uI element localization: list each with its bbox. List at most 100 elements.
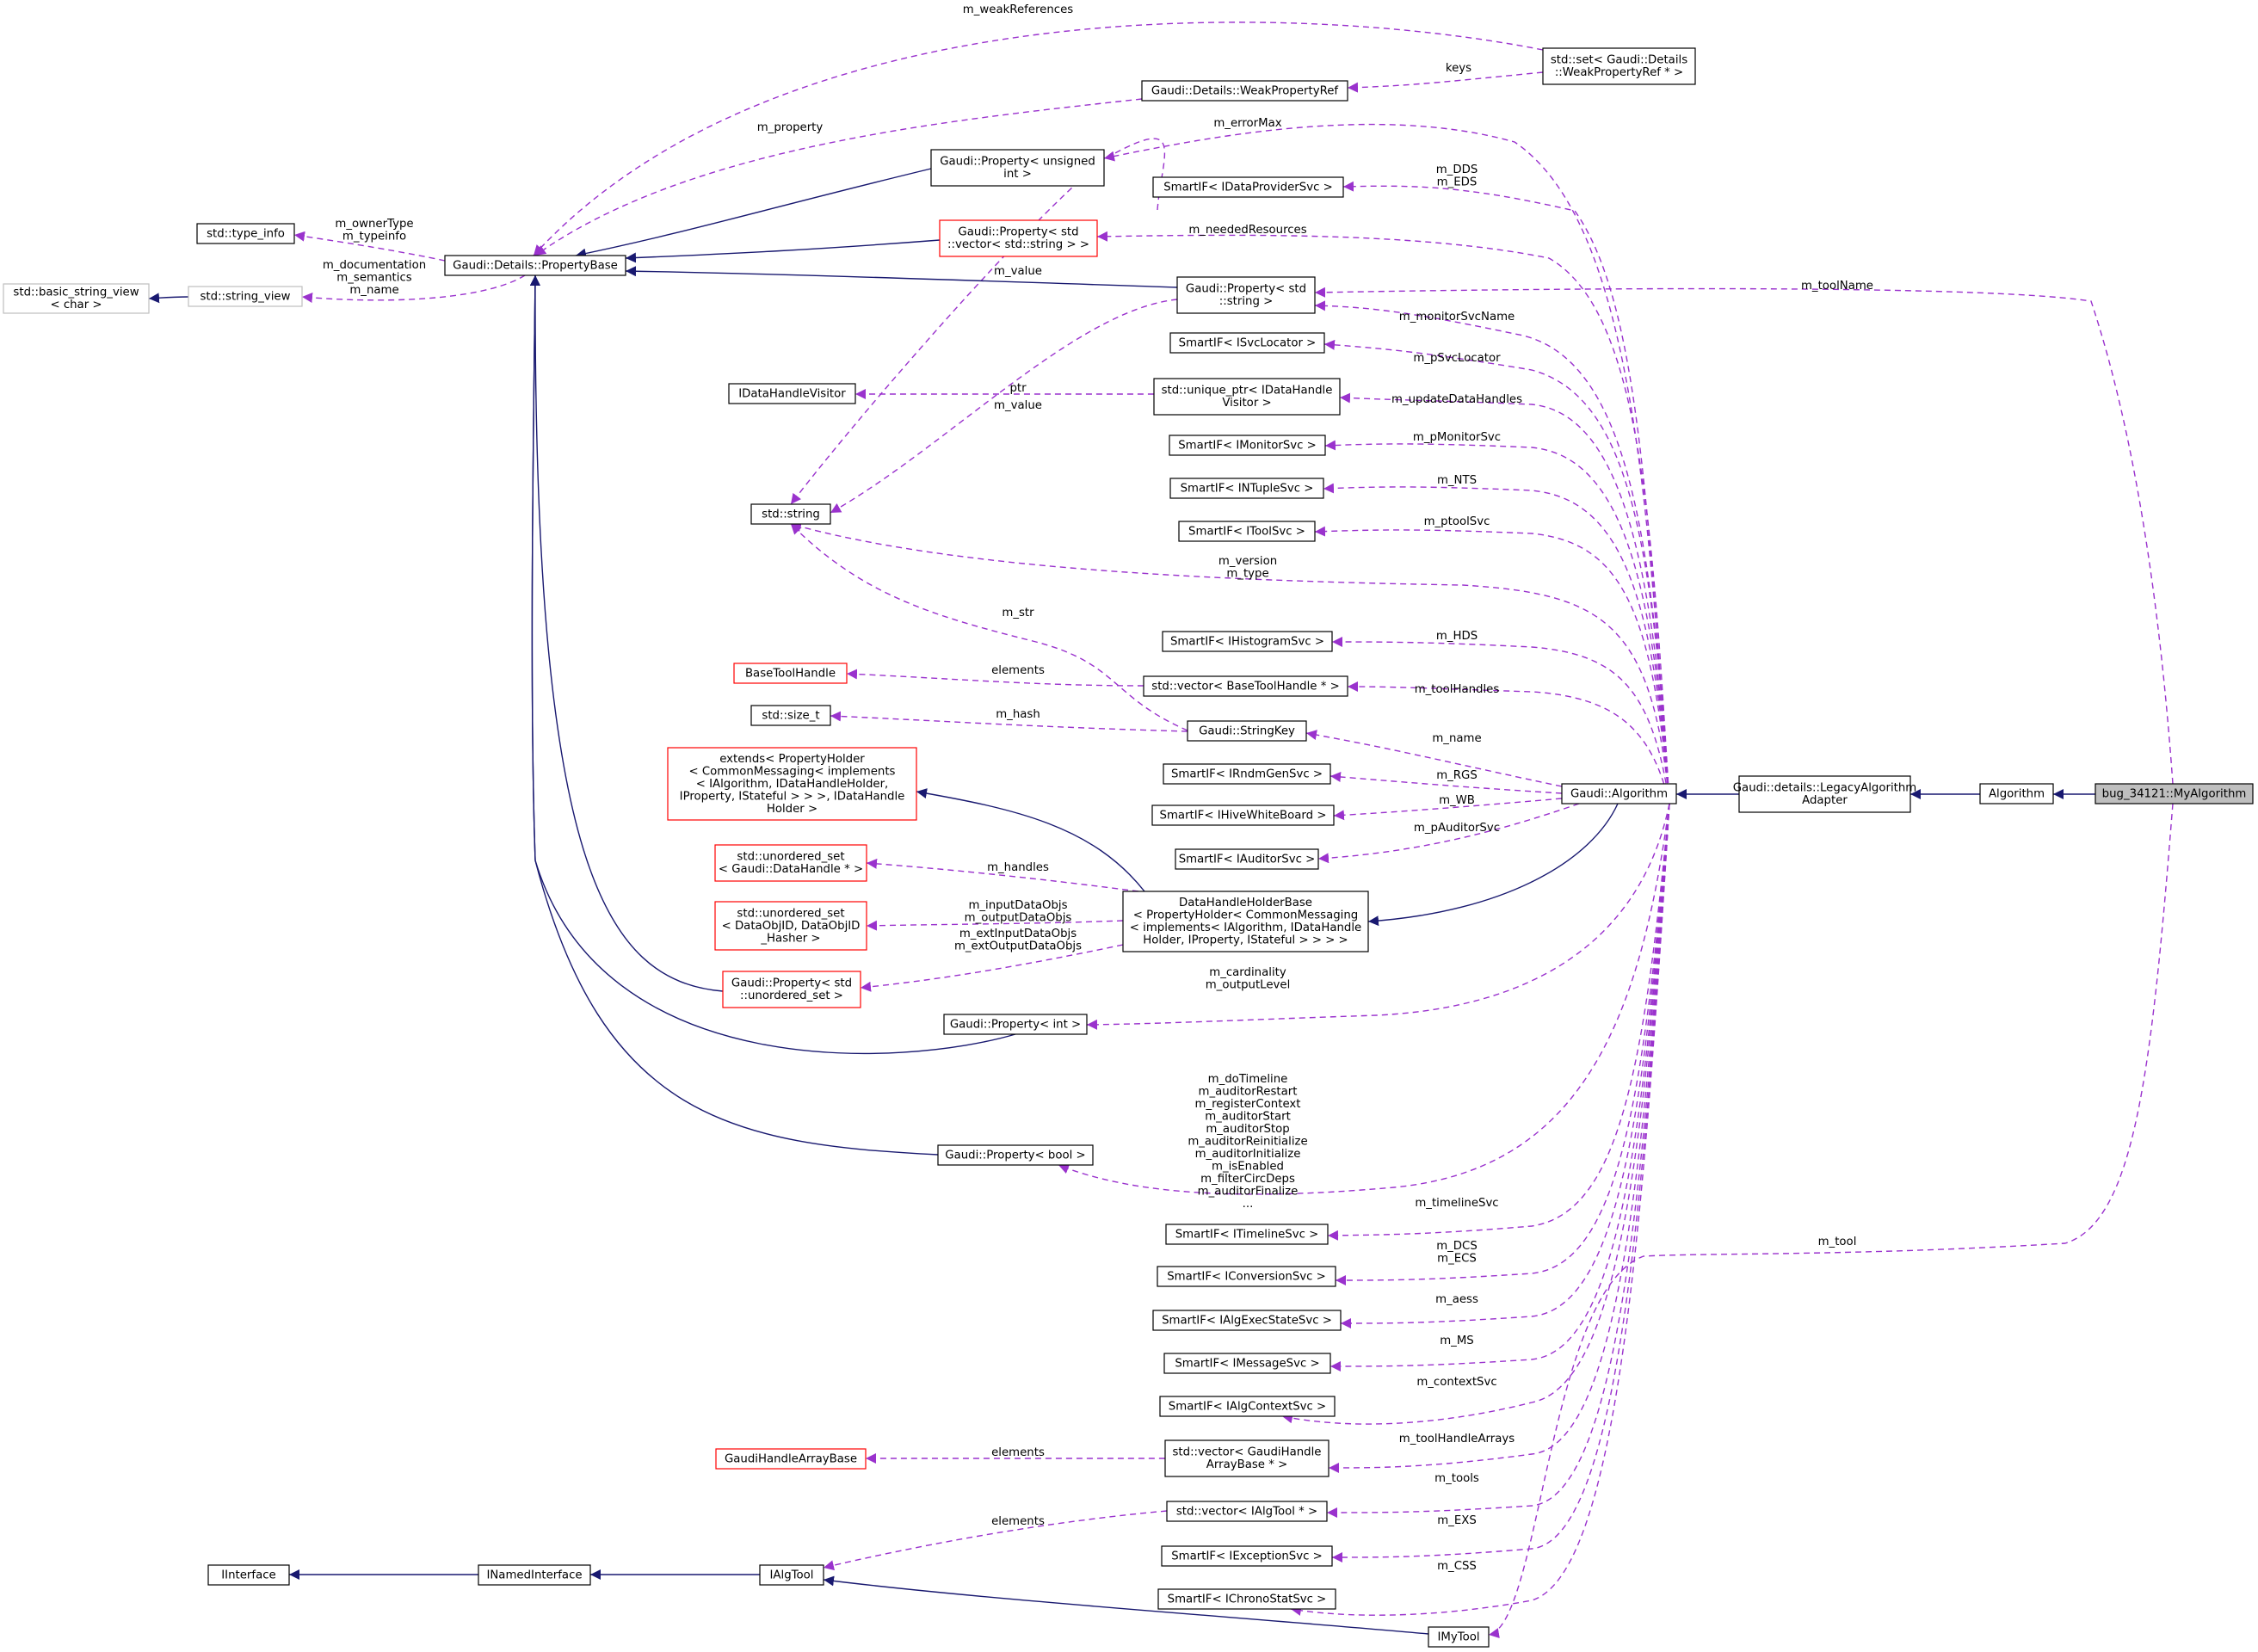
class-node-svcloc[interactable]: SmartIF< ISvcLocator > xyxy=(1169,332,1325,354)
edge-line xyxy=(1314,300,1670,804)
class-node-except[interactable]: SmartIF< IExceptionSvc > xyxy=(1161,1545,1333,1567)
node-box xyxy=(1162,631,1333,652)
edge-label: m_registerContext xyxy=(1195,1098,1301,1111)
node-label: SmartIF< IMessageSvc > xyxy=(1175,1357,1319,1370)
class-node-prop-bool[interactable]: Gaudi::Property< bool > xyxy=(937,1144,1094,1166)
class-node-prop-int[interactable]: Gaudi::Property< int > xyxy=(943,1014,1088,1035)
class-node-histo[interactable]: SmartIF< IHistogramSvc > xyxy=(1162,631,1333,652)
node-label: SmartIF< IChronoStatSvc > xyxy=(1168,1593,1327,1606)
class-node-hivewb[interactable]: SmartIF< IHiveWhiteBoard > xyxy=(1151,804,1335,826)
class-node-bsv[interactable]: std::basic_string_view< char > xyxy=(3,283,150,314)
node-box xyxy=(1169,332,1325,354)
edge-line xyxy=(529,274,724,992)
class-node-dataprov[interactable]: SmartIF< IDataProviderSvc > xyxy=(1152,176,1344,198)
class-node-chrono[interactable]: SmartIF< IChronoStatSvc > xyxy=(1157,1588,1336,1610)
node-label: IDataHandleVisitor xyxy=(738,387,846,400)
class-node-vec-gha[interactable]: std::vector< GaudiHandleArrayBase * > xyxy=(1164,1439,1330,1477)
class-node-rndm[interactable]: SmartIF< IRndmGenSvc > xyxy=(1163,763,1331,785)
node-box xyxy=(1152,176,1344,198)
class-node-weakref[interactable]: Gaudi::Details::WeakPropertyRef xyxy=(1141,80,1348,102)
node-label: SmartIF< IToolSvc > xyxy=(1188,525,1305,538)
class-node-conv[interactable]: SmartIF< IConversionSvc > xyxy=(1157,1266,1336,1287)
edge-label: m_value xyxy=(994,399,1042,412)
class-node-iinterface[interactable]: IInterface xyxy=(207,1564,290,1586)
usage-edge: m_HDS xyxy=(1331,630,1670,804)
class-node-imytool[interactable]: IMyTool xyxy=(1428,1626,1490,1648)
class-node-dhhb[interactable]: DataHandleHolderBase< PropertyHolder< Co… xyxy=(1122,891,1369,952)
class-node-typeinfo[interactable]: std::type_info xyxy=(196,223,295,244)
class-node-vec-bth[interactable]: std::vector< BaseToolHandle * > xyxy=(1143,675,1348,697)
edge-label: m_handles xyxy=(987,861,1049,874)
class-node-toolsvc[interactable]: SmartIF< IToolSvc > xyxy=(1178,521,1316,542)
class-node-myalg[interactable]: bug_34121::MyAlgorithm xyxy=(2095,783,2254,804)
usage-edge: m_value xyxy=(790,138,1166,505)
node-box xyxy=(1165,1224,1329,1245)
class-node-prop-str[interactable]: Gaudi::Property< std::string > xyxy=(1176,276,1316,314)
class-node-weakset[interactable]: std::set< Gaudi::Details::WeakPropertyRe… xyxy=(1542,47,1696,85)
node-box xyxy=(444,255,626,276)
usage-edge: m_doTimelinem_auditorRestartm_registerCo… xyxy=(1058,803,1670,1211)
class-node-prop-vecstr[interactable]: Gaudi::Property< std::vector< std::strin… xyxy=(939,219,1098,257)
node-label: Holder > xyxy=(767,803,817,816)
node-box xyxy=(196,223,295,244)
edge-line xyxy=(534,98,1143,256)
class-node-dhvisitor[interactable]: IDataHandleVisitor xyxy=(728,383,856,404)
edge-label: m_auditorStop xyxy=(1206,1123,1289,1136)
class-node-string[interactable]: std::string xyxy=(750,503,831,525)
class-node-uset-id[interactable]: std::unordered_set< DataObjID, DataObjID… xyxy=(714,901,867,951)
class-node-ialgtool[interactable]: IAlgTool xyxy=(759,1564,824,1586)
edge-label: m_monitorSvcName xyxy=(1399,311,1515,324)
class-node-prop-uset[interactable]: Gaudi::Property< std::unordered_set > xyxy=(722,971,861,1008)
edge-line xyxy=(1103,123,1670,804)
edge-line xyxy=(1305,730,1563,787)
edge-line xyxy=(1314,526,1670,804)
class-node-auditor[interactable]: SmartIF< IAuditorSvc > xyxy=(1175,848,1319,870)
edge-line xyxy=(1058,803,1670,1195)
class-node-ctx[interactable]: SmartIF< IAlgContextSvc > xyxy=(1159,1396,1336,1417)
node-label: < PropertyHolder< CommonMessaging xyxy=(1133,909,1358,922)
class-node-inamed[interactable]: INamedInterface xyxy=(478,1564,591,1586)
node-label: BaseToolHandle xyxy=(745,667,836,680)
class-node-propbase[interactable]: Gaudi::Details::PropertyBase xyxy=(444,255,626,276)
edge-label: m_documentation xyxy=(323,259,426,272)
node-box xyxy=(1159,1396,1336,1417)
usage-edge: m_tool xyxy=(1488,803,2174,1638)
class-node-bth[interactable]: BaseToolHandle xyxy=(733,663,848,684)
class-node-sv[interactable]: std::string_view xyxy=(188,286,303,307)
class-node-algorithm[interactable]: Gaudi::Algorithm xyxy=(1561,783,1677,804)
usage-edge: elements xyxy=(823,1510,1168,1571)
node-label: std::unordered_set xyxy=(737,851,844,864)
edge-line xyxy=(860,944,1124,992)
class-node-uptr[interactable]: std::unique_ptr< IDataHandleVisitor > xyxy=(1153,378,1341,416)
node-label: ::unordered_set > xyxy=(740,989,843,1002)
edge-label: m_DDS xyxy=(1436,163,1478,176)
class-node-ghab[interactable]: GaudiHandleArrayBase xyxy=(715,1448,867,1470)
node-label: std::type_info xyxy=(207,227,285,240)
class-node-alg[interactable]: Algorithm xyxy=(1979,783,2054,804)
class-node-monitor[interactable]: SmartIF< IMonitorSvc > xyxy=(1169,435,1326,456)
edge-line xyxy=(790,138,1166,505)
node-label: Gaudi::StringKey xyxy=(1199,724,1295,737)
class-node-timeline[interactable]: SmartIF< ITimelineSvc > xyxy=(1165,1224,1329,1245)
class-node-uset-dh[interactable]: std::unordered_set< Gaudi::DataHandle * … xyxy=(714,844,867,882)
edge-line xyxy=(1324,440,1670,804)
class-node-strkey[interactable]: Gaudi::StringKey xyxy=(1187,720,1307,742)
edge-label: keys xyxy=(1446,62,1471,75)
usage-edge: m_property xyxy=(534,98,1143,256)
node-box xyxy=(759,1564,824,1586)
class-node-msg[interactable]: SmartIF< IMessageSvc > xyxy=(1163,1353,1331,1374)
class-node-extends[interactable]: extends< PropertyHolder< CommonMessaging… xyxy=(667,747,917,821)
usage-edge: elements xyxy=(866,1446,1166,1464)
class-node-ntuple[interactable]: SmartIF< INTupleSvc > xyxy=(1169,478,1324,499)
usage-edge: m_contextSvc xyxy=(1281,803,1670,1425)
edge-label: m_EDS xyxy=(1437,176,1478,189)
edge-line xyxy=(625,239,941,263)
class-node-vec-algtool[interactable]: std::vector< IAlgTool * > xyxy=(1166,1501,1328,1522)
class-node-sizet[interactable]: std::size_t xyxy=(750,705,831,726)
edge-label: elements xyxy=(991,1446,1045,1459)
class-node-execstate[interactable]: SmartIF< IAlgExecStateSvc > xyxy=(1152,1310,1342,1331)
